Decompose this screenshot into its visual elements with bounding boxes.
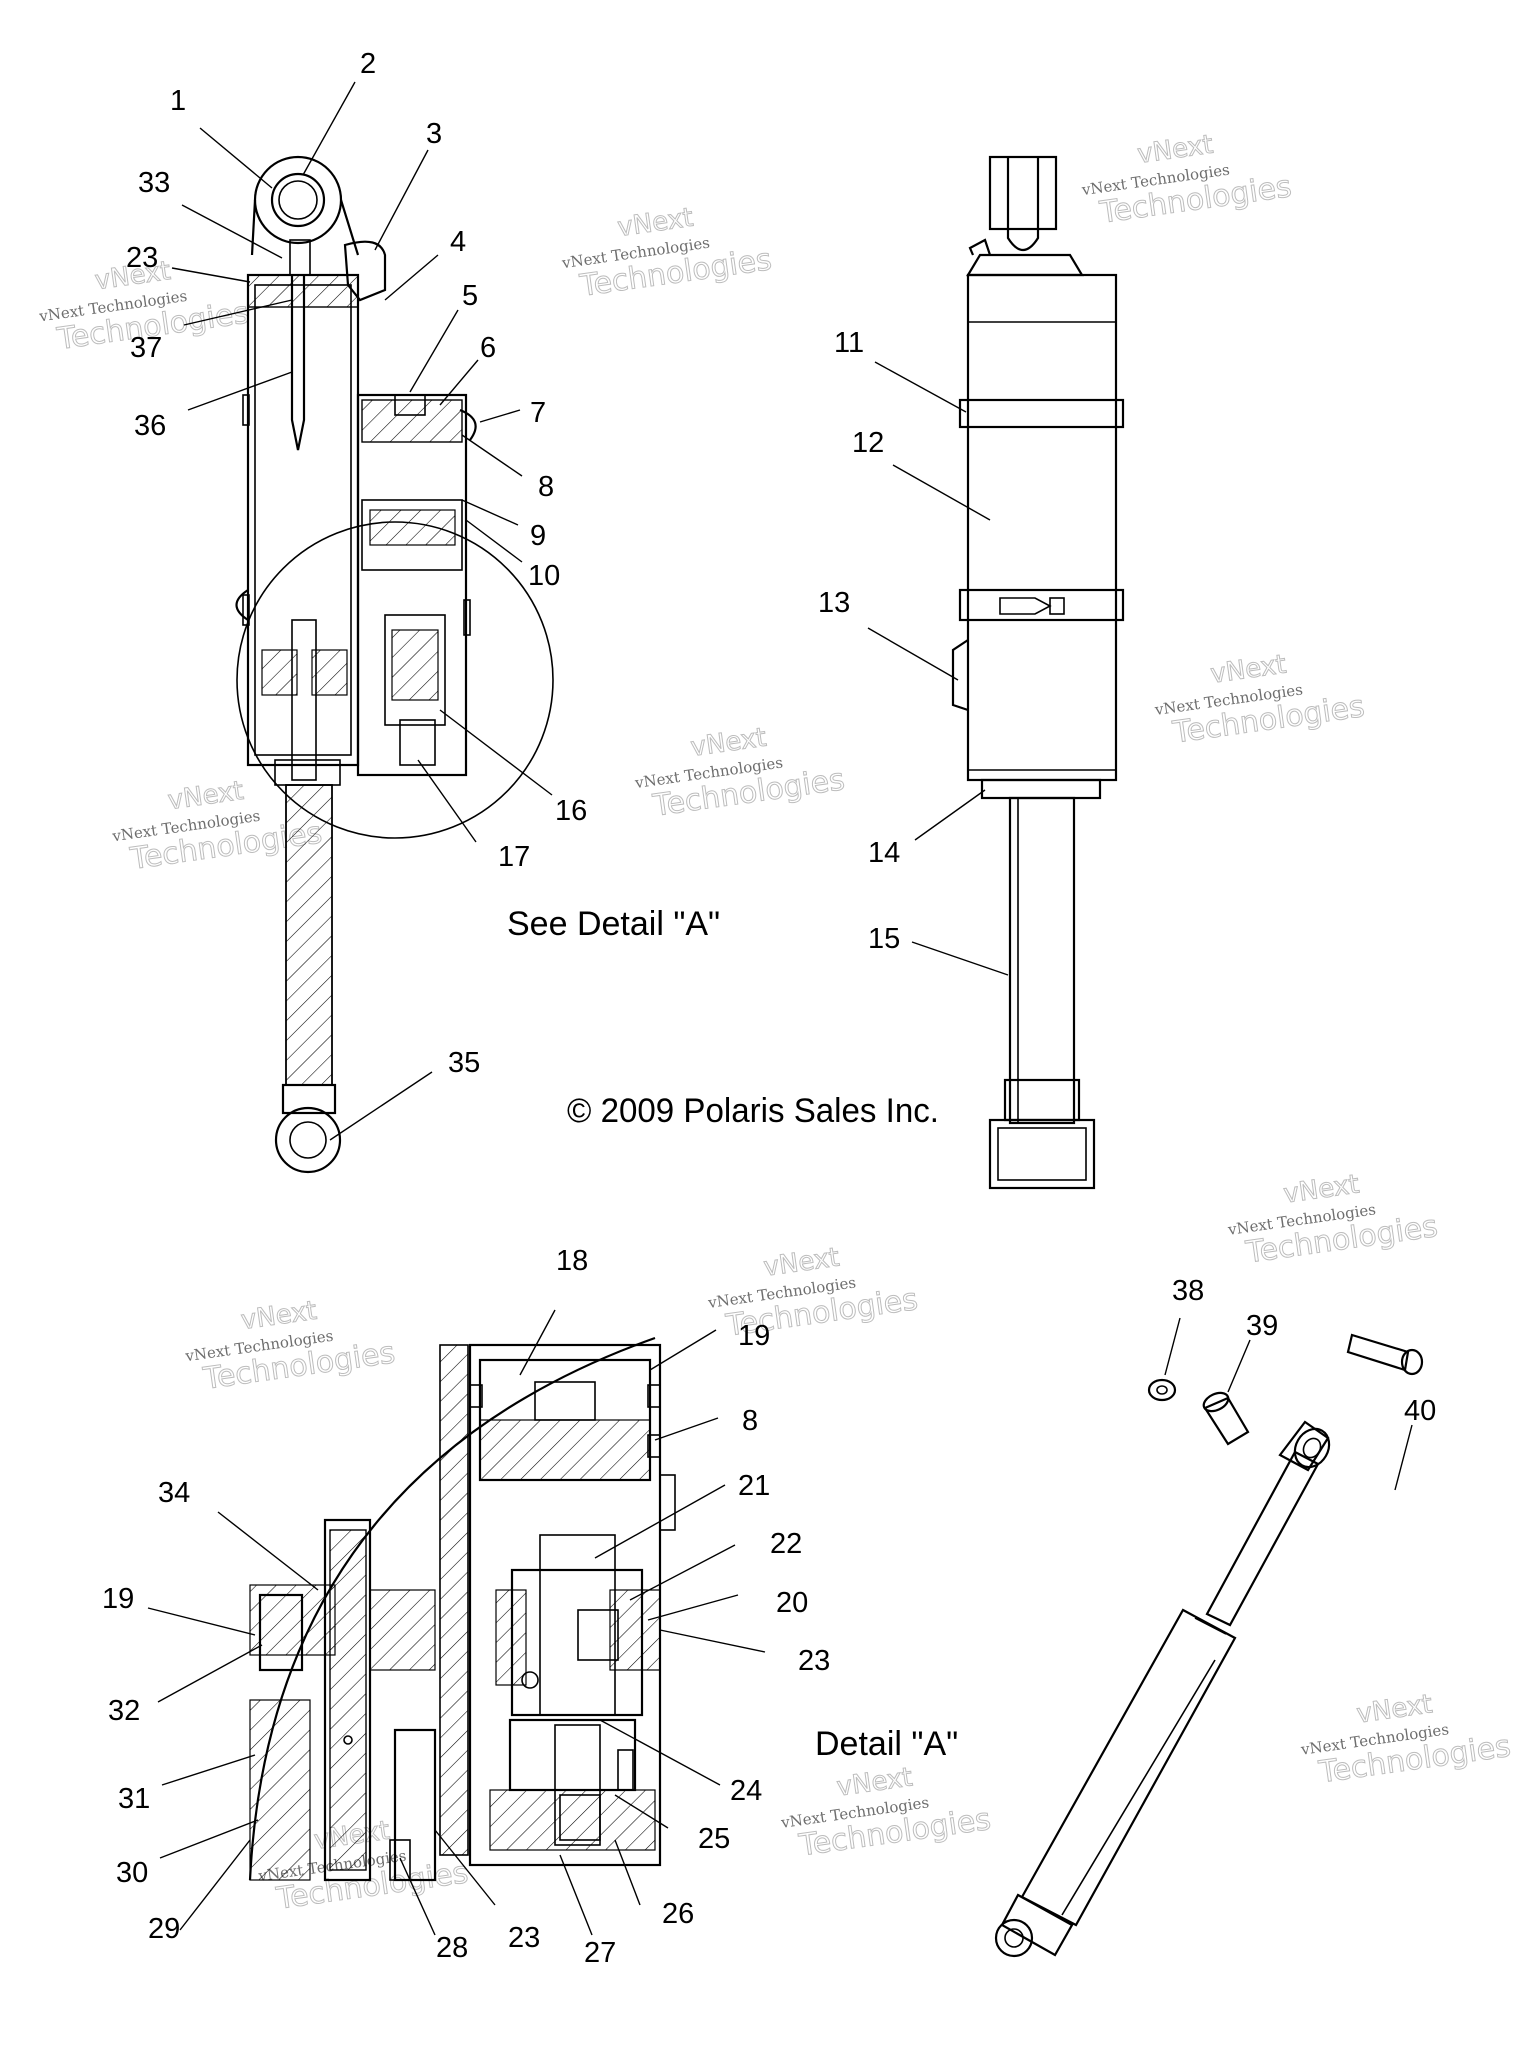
callout-8-detail: 8 xyxy=(742,1405,758,1437)
callout-32: 32 xyxy=(108,1695,140,1727)
callout-7: 7 xyxy=(530,397,546,429)
callout-22: 22 xyxy=(770,1528,802,1560)
copyright-notice: © 2009 Polaris Sales Inc. xyxy=(567,1092,939,1130)
see-detail-caption: See Detail "A" xyxy=(507,905,720,943)
callout-13: 13 xyxy=(818,587,850,619)
callout-25: 25 xyxy=(698,1823,730,1855)
callout-5: 5 xyxy=(462,280,478,312)
detail-a-caption: Detail "A" xyxy=(815,1725,958,1763)
leaders-top-right xyxy=(867,361,1009,976)
callout-9: 9 xyxy=(530,520,546,552)
callout-39: 39 xyxy=(1246,1310,1278,1342)
callout-18: 18 xyxy=(556,1245,588,1277)
callout-19-left: 19 xyxy=(102,1583,134,1615)
leaders-top-left xyxy=(171,81,553,1141)
callout-labels: 1 2 3 33 4 23 5 37 6 7 36 8 9 10 16 17 3… xyxy=(102,48,1436,1969)
callout-38: 38 xyxy=(1172,1275,1204,1307)
leaders-iso xyxy=(1164,1317,1413,1491)
callout-30: 30 xyxy=(116,1857,148,1889)
leaders-detail-a xyxy=(147,1309,766,1936)
callout-11: 11 xyxy=(834,327,864,359)
callout-14: 14 xyxy=(868,837,900,869)
callout-2: 2 xyxy=(360,48,376,80)
detail-a-view xyxy=(248,1336,676,1882)
callout-3: 3 xyxy=(426,118,442,150)
callout-31: 31 xyxy=(118,1783,150,1815)
callout-16: 16 xyxy=(555,795,587,827)
callout-37: 37 xyxy=(130,332,162,364)
callout-10: 10 xyxy=(528,560,560,592)
callout-19-right: 19 xyxy=(738,1320,770,1352)
shock-exterior-view xyxy=(951,155,1125,1190)
callout-20: 20 xyxy=(776,1587,808,1619)
callout-24: 24 xyxy=(730,1775,762,1807)
callout-15: 15 xyxy=(868,923,900,955)
callout-35: 35 xyxy=(448,1047,480,1079)
callout-36: 36 xyxy=(134,410,166,442)
callout-17: 17 xyxy=(498,841,530,873)
callout-1: 1 xyxy=(170,85,186,117)
shock-cutaway-view xyxy=(235,155,554,1174)
callout-27: 27 xyxy=(584,1937,616,1969)
callout-4: 4 xyxy=(450,226,466,258)
callout-23-bottom: 23 xyxy=(508,1922,540,1954)
callout-34: 34 xyxy=(158,1477,190,1509)
callout-23-detail: 23 xyxy=(798,1645,830,1677)
callout-21: 21 xyxy=(738,1470,770,1502)
callout-23-top: 23 xyxy=(126,242,158,274)
callout-12: 12 xyxy=(852,427,884,459)
callout-28: 28 xyxy=(436,1932,468,1964)
callout-33: 33 xyxy=(138,167,170,199)
shock-isometric-view xyxy=(994,1333,1424,1958)
callout-8-top: 8 xyxy=(538,471,554,503)
callout-40: 40 xyxy=(1404,1395,1436,1427)
callout-26: 26 xyxy=(662,1898,694,1930)
callout-6: 6 xyxy=(480,332,496,364)
callout-29: 29 xyxy=(148,1913,180,1945)
